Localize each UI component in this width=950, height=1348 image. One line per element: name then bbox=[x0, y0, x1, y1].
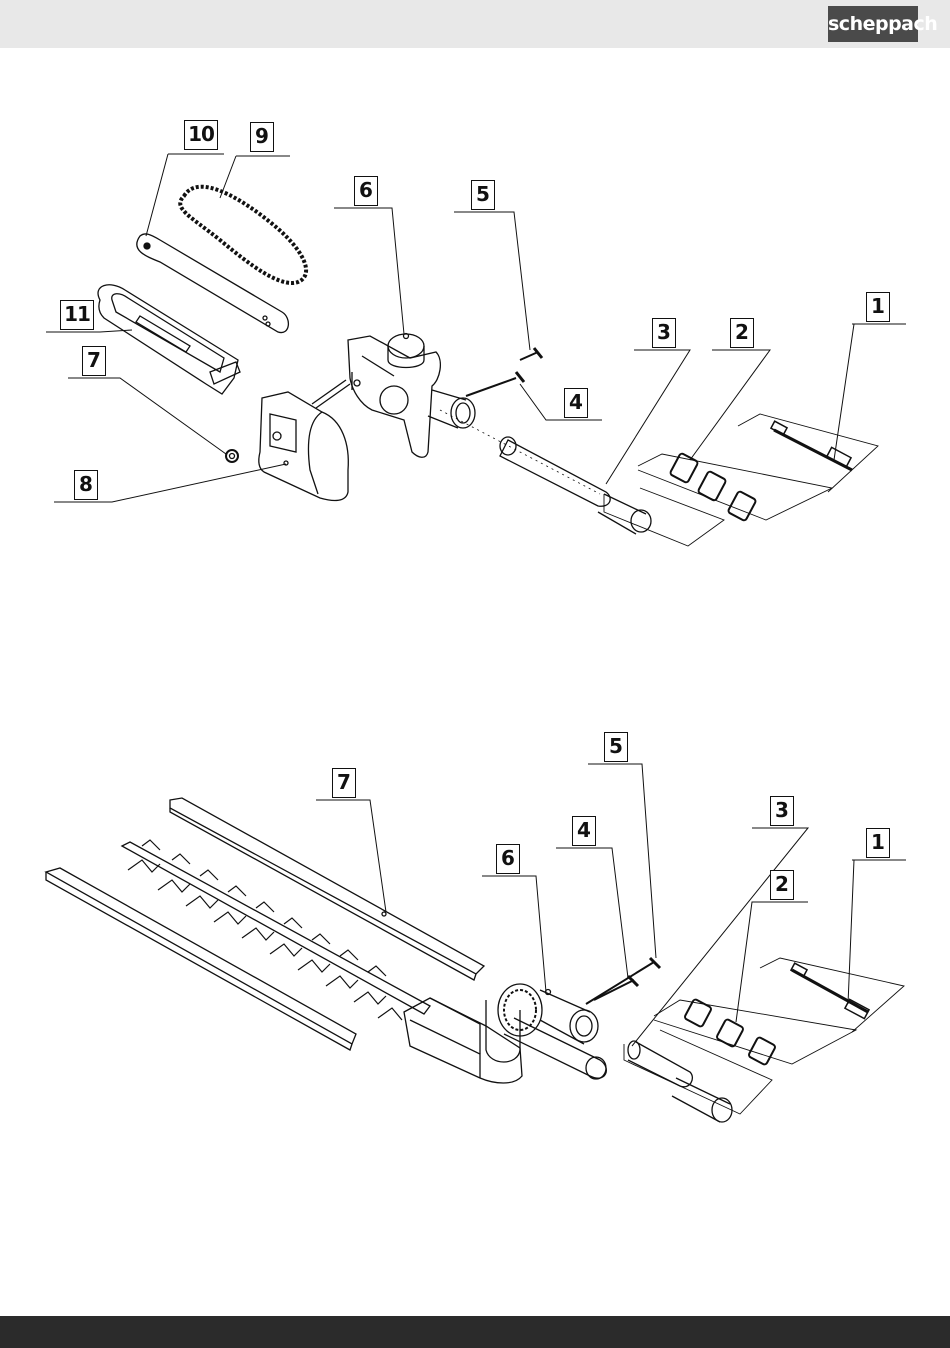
callout-hedge-2: 2 bbox=[770, 870, 794, 900]
callout-chainsaw-10: 10 bbox=[184, 120, 218, 150]
grip-tube bbox=[628, 1042, 692, 1087]
bolt-long bbox=[586, 962, 654, 1004]
gear-housing bbox=[348, 336, 440, 457]
callout-chainsaw-6: 6 bbox=[354, 176, 378, 206]
chainsaw-exploded-diagram: 10 9 6 5 11 3 2 1 7 4 8 bbox=[0, 0, 950, 600]
blade-teeth bbox=[128, 840, 402, 1020]
upper-guard-bar bbox=[170, 798, 484, 974]
callout-chainsaw-8: 8 bbox=[74, 470, 98, 500]
bolt-short bbox=[594, 980, 634, 1000]
callout-chainsaw-9: 9 bbox=[250, 122, 274, 152]
saw-chain bbox=[180, 187, 306, 283]
callout-hedge-3: 3 bbox=[770, 796, 794, 826]
callout-hedge-6: 6 bbox=[496, 844, 520, 874]
callout-chainsaw-5: 5 bbox=[471, 180, 495, 210]
nut bbox=[226, 450, 238, 462]
callout-chainsaw-2: 2 bbox=[730, 318, 754, 348]
callout-hedge-1: 1 bbox=[866, 828, 890, 858]
hedge-trimmer-exploded-diagram: 5 7 4 3 6 1 2 bbox=[0, 700, 950, 1160]
callout-hedge-7: 7 bbox=[332, 768, 356, 798]
bolt-short bbox=[520, 352, 538, 360]
footer-band bbox=[0, 1316, 950, 1348]
callout-chainsaw-11: 11 bbox=[60, 300, 94, 330]
callout-chainsaw-3: 3 bbox=[652, 318, 676, 348]
bolt-long bbox=[466, 378, 516, 396]
callout-chainsaw-4: 4 bbox=[564, 388, 588, 418]
callout-chainsaw-7: 7 bbox=[82, 346, 106, 376]
hedge-trimmer-drawing bbox=[0, 700, 950, 1160]
callout-hedge-4: 4 bbox=[572, 816, 596, 846]
chainsaw-drawing bbox=[0, 0, 950, 600]
callout-hedge-5: 5 bbox=[604, 732, 628, 762]
lower-guard-bar bbox=[46, 868, 356, 1044]
callout-chainsaw-1: 1 bbox=[866, 292, 890, 322]
grip-tube bbox=[500, 440, 610, 506]
